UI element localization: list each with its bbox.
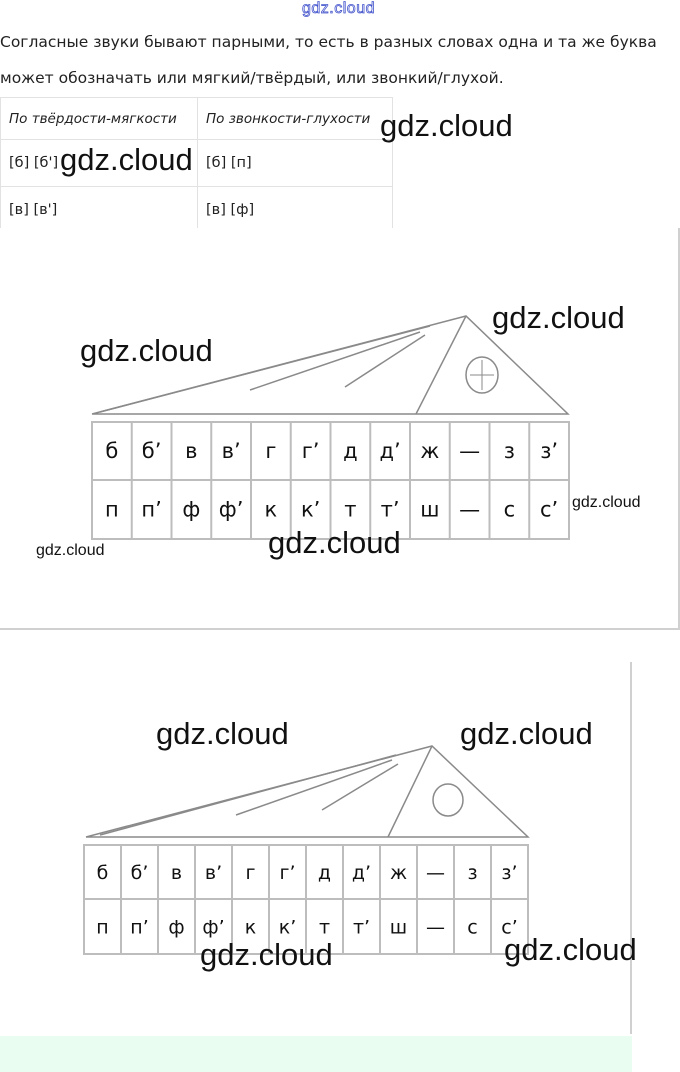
letter-cell: г’ <box>279 862 295 884</box>
letter-cell: ж <box>390 862 407 884</box>
table-row: [в] [в'] [в] [ф] <box>1 187 393 234</box>
letter-cell: з’ <box>501 862 517 884</box>
watermark: gdz.cloud <box>36 542 105 560</box>
pairs-table: По твёрдости-мягкости По звонкости-глухо… <box>0 97 393 234</box>
watermark: gdz.cloud <box>504 932 637 968</box>
letter-cell: — <box>426 862 445 884</box>
letter-cell: к’ <box>301 498 320 522</box>
letter-cell: ф <box>182 498 200 522</box>
letter-cell: т <box>319 917 330 939</box>
letter-cell: ш <box>420 498 439 522</box>
watermark: gdz.cloud <box>268 525 401 561</box>
letter-cell: з’ <box>540 439 558 463</box>
letter-cell: — <box>459 439 480 463</box>
letter-cell: г’ <box>302 439 320 463</box>
watermark: gdz.cloud <box>80 333 213 369</box>
letter-cell: б <box>97 862 109 884</box>
letter-cell: в <box>185 439 197 463</box>
letter-cell: б’ <box>131 862 149 884</box>
letter-cell: п’ <box>141 498 161 522</box>
watermark: gdz.cloud <box>460 716 593 752</box>
watermark: gdz.cloud <box>60 142 193 178</box>
letter-cell: п <box>105 498 119 522</box>
green-band <box>0 1036 632 1072</box>
house-image-panel-1: б б’ в в’ г г’ д д’ ж — з з’ п п’ ф ф’ к к’ т т’ ш — с с’ <box>0 228 680 630</box>
table-header-row: По твёрдости-мягкости По звонкости-глухо… <box>1 98 393 140</box>
table-cell: [в] [в'] <box>1 187 198 234</box>
letter-cell: в’ <box>205 862 222 884</box>
letter-cell: с <box>467 917 477 939</box>
table-cell: [в] [ф] <box>198 187 393 234</box>
watermark: gdz.cloud <box>200 937 333 973</box>
letter-cell: с <box>504 498 516 522</box>
table-cell: [б] [п] <box>198 140 393 187</box>
letter-cell: з <box>467 862 477 884</box>
letter-cell: ф <box>168 917 184 939</box>
letter-cell: ж <box>420 439 439 463</box>
letter-cell: к <box>245 917 256 939</box>
letter-cell: ш <box>390 917 407 939</box>
letter-cell: т <box>344 498 356 522</box>
letter-cell: д’ <box>352 862 371 884</box>
letter-cell: т’ <box>381 498 400 522</box>
watermark-top: gdz.cloud <box>302 0 375 18</box>
letter-cell: — <box>459 498 480 522</box>
letter-cell: п’ <box>130 917 148 939</box>
table-header-voicing: По звонкости-глухости <box>198 98 393 140</box>
letter-house-drawing-1: б б’ в в’ г г’ д д’ ж — з з’ п п’ ф ф’ к к’ т т’ ш — с с’ <box>0 228 678 628</box>
table-header-hardness: По твёрдости-мягкости <box>1 98 198 140</box>
letter-cell: г <box>265 439 276 463</box>
letter-cell: ф’ <box>202 917 224 939</box>
letter-cell: б <box>105 439 118 463</box>
letter-cell: к’ <box>279 917 297 939</box>
letter-cell: с’ <box>540 498 558 522</box>
letter-cell: в’ <box>222 439 241 463</box>
letter-cell: к <box>265 498 278 522</box>
watermark: gdz.cloud <box>156 716 289 752</box>
letter-cell: в <box>171 862 182 884</box>
letter-cell: т’ <box>353 917 370 939</box>
letter-cell: г <box>246 862 256 884</box>
letter-cell: б’ <box>142 439 162 463</box>
watermark: gdz.cloud <box>380 108 513 144</box>
watermark: gdz.cloud <box>492 300 625 336</box>
paragraph-line-2: может обозначать или мягкий/твёрдый, или… <box>0 69 680 87</box>
letter-cell: д’ <box>380 439 401 463</box>
letter-cell: ф’ <box>219 498 244 522</box>
letter-cell: — <box>426 917 445 939</box>
letter-cell: д <box>318 862 331 884</box>
letter-cell: д <box>343 439 358 463</box>
paragraph-line-1: Согласные звуки бывают парными, то есть … <box>0 33 680 51</box>
letter-cell: з <box>504 439 515 463</box>
watermark: gdz.cloud <box>572 494 641 512</box>
letter-cell: п <box>96 917 108 939</box>
